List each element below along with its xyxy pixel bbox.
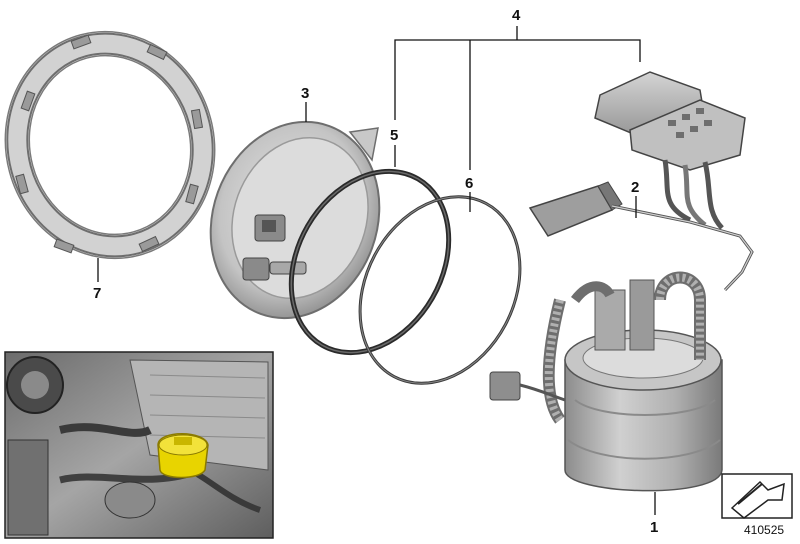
part-5-seal-ring: [288, 168, 452, 356]
direction-arrow-box: 410525: [721, 473, 793, 537]
inset-photo-engine-bay: [4, 351, 274, 539]
part-4-connector-set: [594, 71, 746, 230]
leader-lines: [97, 26, 656, 515]
highlighted-fuel-pump: [157, 433, 209, 479]
callout-labels: 1 2 3 4 5 6 7: [93, 7, 658, 536]
part-7-retaining-ring: [4, 30, 216, 260]
callout-4: 4: [512, 7, 521, 24]
callout-6: 6: [465, 175, 473, 192]
callout-2: 2: [631, 179, 639, 196]
part-1-fuel-pump-unit: [489, 271, 723, 492]
callout-1: 1: [650, 519, 658, 536]
part-3-cover-plate: [209, 120, 381, 320]
callout-3: 3: [301, 85, 309, 102]
part-6-seal-ring: [358, 195, 522, 385]
part-2-level-sensor: [528, 181, 754, 292]
document-number: 410525: [744, 523, 784, 537]
arrow-icon: [730, 480, 785, 519]
callout-5: 5: [390, 127, 398, 144]
callout-7: 7: [93, 285, 101, 302]
